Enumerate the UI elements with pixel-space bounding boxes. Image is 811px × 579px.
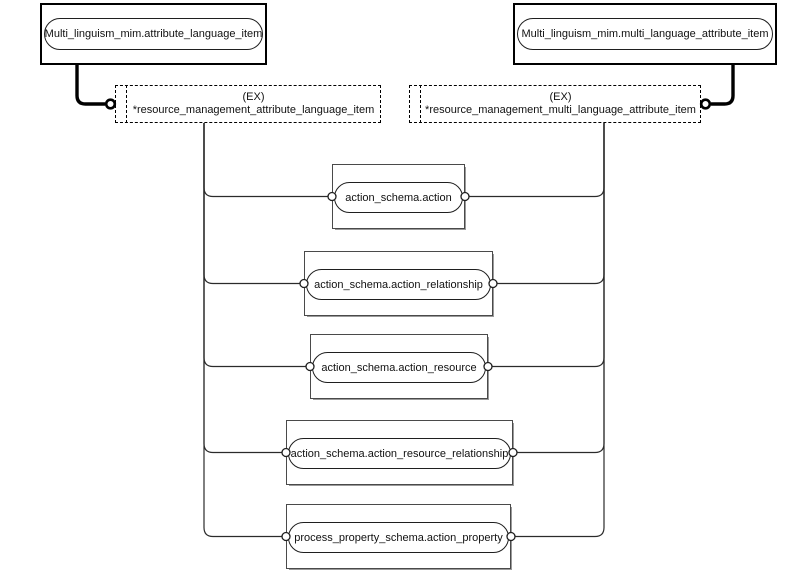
select-branch-line [203,123,286,538]
reference-name: *resource_management_attribute_language_… [132,104,375,116]
select-branch-line [203,123,286,454]
connector-terminal-circle [699,98,712,110]
schema-node-left-label: Multi_linguism_mim.attribute_language_it… [44,28,263,40]
schema-node-right-label: Multi_linguism_mim.multi_language_attrib… [521,28,769,40]
reference-divider-left [126,85,127,123]
reference-divider-right [420,85,421,123]
entity-oval: action_schema.action_relationship [306,269,491,300]
entity-label: action_schema.action_relationship [314,278,483,291]
select-branch-line [203,123,310,368]
entity-label: action_schema.action_resource [321,361,477,374]
schema-oval-left: Multi_linguism_mim.attribute_language_it… [44,18,263,50]
entity-node: process_property_schema.action_property [286,504,511,569]
select-branch-line [488,123,605,368]
supertype-connector-right [711,64,735,106]
reference-node-left-text: (EX) *resource_management_attribute_lang… [127,86,380,122]
reference-node-right: (EX) *resource_management_multi_language… [409,85,701,123]
entity-oval: action_schema.action_resource_relationsh… [288,438,511,469]
entity-label: action_schema.action_resource_relationsh… [290,447,509,460]
entity-node: action_schema.action_resource [310,334,488,399]
select-branch-line [203,123,304,285]
reference-node-left: (EX) *resource_management_attribute_lang… [115,85,381,123]
select-branch-line [465,123,605,198]
entity-label: process_property_schema.action_property [294,531,503,544]
entity-node: action_schema.action_relationship [304,251,493,316]
reference-node-right-text: (EX) *resource_management_multi_language… [421,86,700,122]
entity-label: action_schema.action [345,191,452,204]
select-branch-line [203,123,332,198]
connector-terminal-circle [104,98,117,110]
schema-node-right: Multi_linguism_mim.multi_language_attrib… [513,3,777,65]
select-branch-line [493,123,605,285]
entity-oval: action_schema.action [334,182,463,213]
reference-tag: (EX) [242,91,265,103]
entity-node: action_schema.action_resource_relationsh… [286,420,513,485]
select-branch-line [511,123,605,538]
reference-tag: (EX) [549,91,572,103]
entity-node: action_schema.action [332,164,465,229]
select-branch-line [513,123,605,454]
entity-oval: action_schema.action_resource [312,352,486,383]
schema-oval-right: Multi_linguism_mim.multi_language_attrib… [517,18,773,50]
entity-oval: process_property_schema.action_property [288,522,509,553]
schema-node-left: Multi_linguism_mim.attribute_language_it… [40,3,267,65]
supertype-connector-left [75,64,105,106]
reference-name: *resource_management_multi_language_attr… [425,104,696,116]
